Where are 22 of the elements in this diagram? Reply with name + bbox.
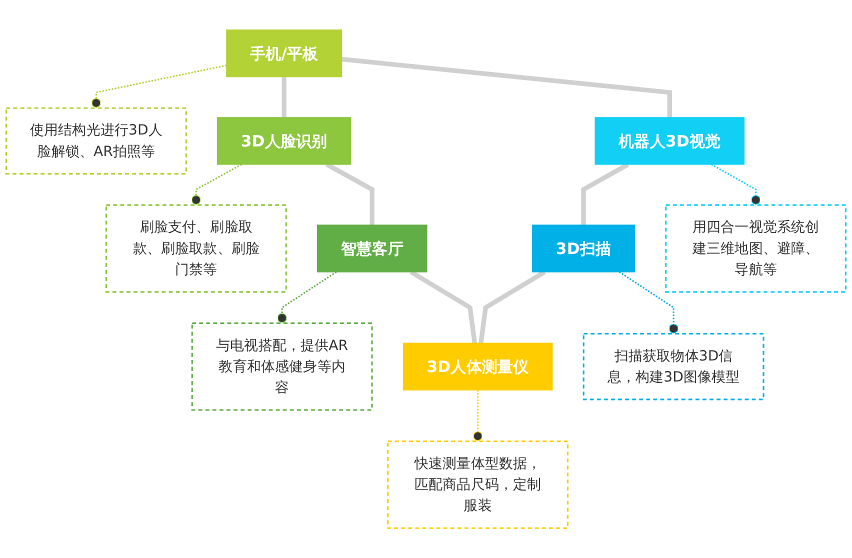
node-box: 3D人体测量仪 (402, 342, 553, 390)
node-box: 用四合一视觉系统创建三维地图、避障、导航等 (665, 204, 847, 293)
connector (473, 390, 483, 442)
node-box: 智慧客厅 (316, 224, 428, 272)
node-box: 使用结构光进行3D人脸解锁、AR拍照等 (5, 107, 187, 175)
node-box: 机器人3D视觉 (594, 117, 745, 165)
connector (342, 56, 672, 118)
node-box: 3D人脸识别 (217, 117, 352, 165)
node-box: 手机/平板 (226, 30, 342, 78)
connector (282, 76, 286, 118)
node-box: 刷脸支付、刷脸取款、刷脸取款、刷脸门禁等 (105, 204, 287, 293)
connector (91, 64, 227, 108)
connector (410, 270, 478, 344)
connector (478, 270, 546, 344)
node-box: 快速测量体型数据，匹配商品尺码，定制服装 (387, 440, 569, 529)
connector (618, 271, 678, 334)
connector (191, 164, 242, 206)
node-box: 与电视搭配，提供AR教育和体感健身等内容 (191, 322, 373, 411)
node-box: 扫描获取物体3D信息，构建3D图像模型 (582, 332, 764, 400)
connector (277, 271, 337, 324)
connector (710, 164, 761, 206)
node-box: 3D扫描 (532, 224, 635, 272)
